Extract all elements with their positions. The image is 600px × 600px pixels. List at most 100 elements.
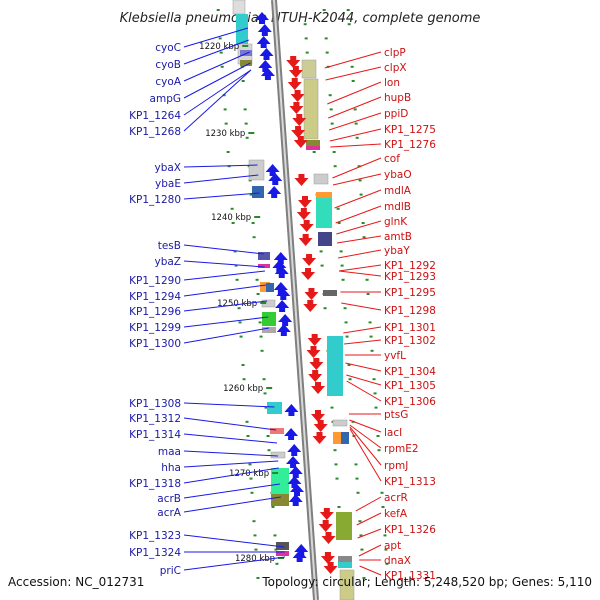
- gene-label-right[interactable]: KP1_1302: [384, 335, 436, 347]
- gene-label-right[interactable]: apt: [384, 540, 401, 552]
- gene-label-right[interactable]: KP1_1326: [384, 524, 436, 536]
- gene-label-right[interactable]: KP1_1293: [384, 271, 436, 283]
- forward-gene-arrow: [288, 494, 303, 506]
- gene-label-right[interactable]: lacI: [384, 427, 402, 439]
- forward-gene-arrows: [254, 12, 309, 562]
- gene-label-left[interactable]: KP1_1268: [129, 126, 181, 138]
- gene-label-right[interactable]: amtB: [384, 231, 412, 243]
- gene-label-left[interactable]: maa: [158, 446, 181, 458]
- kbp-label: 1280 kbp: [235, 554, 275, 564]
- gene-label-left[interactable]: hha: [161, 462, 181, 474]
- leader-line-right: [329, 128, 382, 142]
- forward-gene-arrow: [258, 60, 273, 72]
- gene-label-right[interactable]: KP1_1276: [384, 139, 436, 151]
- gene-label-right[interactable]: rpmJ: [384, 460, 408, 472]
- forward-gene-arrow: [287, 444, 302, 456]
- leader-line-left: [183, 51, 250, 82]
- gene-label-right[interactable]: rpmE2: [384, 443, 419, 455]
- gene-label-right[interactable]: yvfL: [384, 350, 406, 362]
- forward-gene-arrow: [257, 24, 272, 36]
- gene-label-left[interactable]: KP1_1294: [129, 291, 181, 303]
- reverse-gene-arrow: [307, 334, 322, 346]
- leader-line-right: [349, 419, 382, 433]
- leader-line-left: [183, 327, 270, 344]
- gene-label-right[interactable]: ybaO: [384, 169, 412, 181]
- gene-label-right[interactable]: clpX: [384, 62, 407, 74]
- gene-label-right[interactable]: KP1_1275: [384, 124, 436, 136]
- gene-label-right[interactable]: ybaY: [384, 245, 410, 257]
- gene-label-right[interactable]: mdlA: [384, 185, 412, 197]
- gene-label-right[interactable]: KP1_1295: [384, 287, 436, 299]
- forward-gene-arrow: [268, 173, 283, 185]
- gene-label-left[interactable]: KP1_1318: [129, 478, 181, 490]
- gene-label-left[interactable]: KP1_1324: [129, 547, 181, 559]
- gene-label-right[interactable]: ptsG: [384, 409, 408, 421]
- gene-label-left[interactable]: KP1_1299: [129, 322, 181, 334]
- leader-line-right: [341, 302, 382, 311]
- gene-label-left[interactable]: KP1_1312: [129, 413, 181, 425]
- forward-gene-arrow: [260, 68, 275, 80]
- gene-label-right[interactable]: lon: [384, 77, 400, 89]
- leader-line-right: [336, 220, 382, 235]
- gene-label-right[interactable]: KP1_1301: [384, 322, 436, 334]
- reverse-gene-arrow: [301, 268, 316, 280]
- reverse-gene-arrow: [312, 432, 327, 444]
- gene-label-left[interactable]: acrB: [157, 493, 181, 505]
- genome-summary-text: Topology: circular; Length: 5,248,520 bp…: [261, 575, 592, 589]
- gene-label-right[interactable]: kefA: [384, 508, 408, 520]
- leader-line-left: [183, 534, 285, 548]
- forward-gene-arrow: [294, 544, 309, 556]
- gene-label-right[interactable]: acrR: [384, 492, 408, 504]
- gene-label-right[interactable]: KP1_1331: [384, 570, 436, 582]
- gene-label-right[interactable]: KP1_1313: [384, 476, 436, 488]
- gene-label-right[interactable]: KP1_1298: [384, 305, 436, 317]
- gene-label-left[interactable]: priC: [160, 565, 181, 577]
- gene-label-right[interactable]: KP1_1304: [384, 366, 436, 378]
- gene-label-right[interactable]: glnK: [384, 216, 408, 228]
- gene-label-left[interactable]: KP1_1314: [129, 429, 181, 441]
- kbp-label: 1240 kbp: [211, 213, 251, 223]
- leader-line-right: [349, 424, 382, 449]
- reverse-gene-arrow: [291, 126, 306, 138]
- gene-label-right[interactable]: cof: [384, 153, 400, 165]
- gene-label-left[interactable]: tesB: [158, 240, 181, 252]
- leader-line-left: [183, 270, 266, 281]
- gene-label-left[interactable]: ybaZ: [154, 256, 181, 268]
- gene-label-left[interactable]: cyoC: [155, 42, 181, 54]
- gene-label-right[interactable]: ppiD: [384, 108, 408, 120]
- leader-line-right: [336, 235, 382, 244]
- gene-label-left[interactable]: ampG: [150, 93, 181, 105]
- forward-gene-arrow: [274, 266, 289, 278]
- gene-label-left[interactable]: KP1_1300: [129, 338, 181, 350]
- gene-label-left[interactable]: ybaX: [154, 162, 181, 174]
- gene-label-right[interactable]: KP1_1305: [384, 380, 436, 392]
- reverse-gene-arrow: [298, 234, 313, 246]
- leader-line-right: [357, 528, 382, 539]
- gene-label-left[interactable]: KP1_1323: [129, 530, 181, 542]
- gene-label-left[interactable]: acrA: [157, 507, 182, 519]
- gene-label-left[interactable]: cyoA: [155, 76, 181, 88]
- gene-label-right[interactable]: dnaX: [384, 555, 411, 567]
- leader-line-right: [324, 51, 382, 69]
- gene-label-right[interactable]: KP1_1306: [384, 396, 436, 408]
- leader-line-left: [183, 483, 280, 499]
- gene-label-left[interactable]: ybaE: [155, 178, 181, 190]
- gene-label-left[interactable]: KP1_1296: [129, 306, 181, 318]
- gene-label-left[interactable]: cyoB: [155, 59, 181, 71]
- gene-label-right[interactable]: clpP: [384, 47, 406, 59]
- forward-gene-arrow: [287, 476, 302, 488]
- gene-label-right[interactable]: KP1_1292: [384, 260, 436, 272]
- gene-label-left[interactable]: KP1_1280: [129, 194, 181, 206]
- gene-label-left[interactable]: KP1_1308: [129, 398, 181, 410]
- forward-gene-arrow: [275, 300, 290, 312]
- gene-label-right[interactable]: hupB: [384, 92, 411, 104]
- gene-label-left[interactable]: KP1_1264: [129, 110, 181, 122]
- leader-line-left: [183, 284, 267, 297]
- gene-label-left[interactable]: KP1_1290: [129, 275, 181, 287]
- reverse-gene-arrow: [308, 370, 323, 382]
- gene-label-right[interactable]: mdlB: [384, 201, 411, 213]
- reverse-gene-arrow: [292, 114, 307, 126]
- genome-backbone: [271, 0, 319, 600]
